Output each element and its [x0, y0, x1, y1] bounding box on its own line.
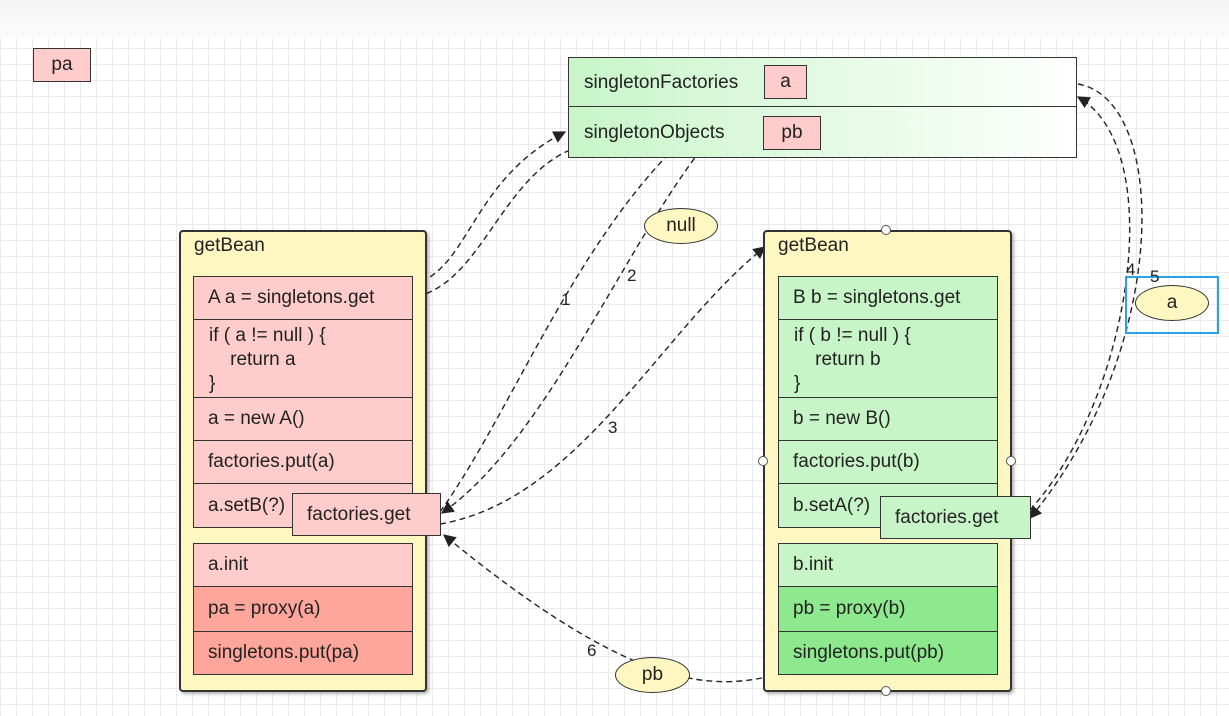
- right-row-check[interactable]: if ( b != null ) { return b }: [778, 319, 998, 398]
- right-row-init[interactable]: b.init: [778, 543, 998, 587]
- right-row-proxy[interactable]: pb = proxy(b): [778, 586, 998, 632]
- left-row-singletons-put[interactable]: singletons.put(pa): [193, 631, 413, 675]
- right-panel-title: getBean: [778, 235, 849, 256]
- left-row-new[interactable]: a = new A(): [193, 397, 413, 441]
- left-row-check-text: if ( a != null ) { return a }: [209, 325, 326, 394]
- step-label-2: 2: [627, 266, 637, 285]
- arrow-3: [439, 246, 766, 525]
- objects-value[interactable]: pb: [763, 116, 821, 150]
- legend-pa[interactable]: pa: [33, 48, 91, 82]
- left-row-put[interactable]: factories.put(a): [193, 440, 413, 484]
- arrow-objects-to-a-get: [412, 149, 571, 302]
- ellipse-pb[interactable]: pb: [615, 657, 690, 693]
- factories-label: singletonFactories: [584, 72, 739, 93]
- ellipse-a[interactable]: a: [1135, 285, 1209, 321]
- arrow-1: [439, 104, 727, 513]
- step-label-5: 5: [1150, 267, 1160, 286]
- resize-handle-top[interactable]: [881, 225, 891, 235]
- step-label-1: 1: [561, 290, 571, 309]
- arrow-5: [1029, 83, 1143, 519]
- cache-table[interactable]: singletonFactories a singletonObjects pb: [568, 57, 1077, 158]
- left-panel-title: getBean: [194, 235, 265, 256]
- right-row-singletons-put[interactable]: singletons.put(pb): [778, 631, 998, 675]
- top-bar: [0, 0, 1229, 38]
- left-row-get[interactable]: A a = singletons.get: [193, 276, 413, 320]
- right-row-put[interactable]: factories.put(b): [778, 440, 998, 484]
- left-factories-get[interactable]: factories.get: [292, 493, 441, 536]
- arrow-6: [443, 534, 763, 683]
- right-row-new[interactable]: b = new B(): [778, 397, 998, 441]
- arrow-a-get-to-objects: [411, 131, 567, 286]
- step-label-6: 6: [587, 641, 597, 660]
- right-row-get[interactable]: B b = singletons.get: [778, 276, 998, 320]
- resize-handle-right[interactable]: [1006, 456, 1016, 466]
- step-label-4: 4: [1126, 260, 1136, 279]
- left-row-check[interactable]: if ( a != null ) { return a }: [193, 319, 413, 398]
- objects-label: singletonObjects: [584, 122, 725, 143]
- arrow-2: [440, 104, 741, 514]
- ellipse-null[interactable]: null: [644, 208, 718, 244]
- resize-handle-bottom[interactable]: [881, 686, 891, 696]
- right-factories-get[interactable]: factories.get: [880, 496, 1031, 539]
- step-label-3: 3: [608, 418, 618, 437]
- factories-row: singletonFactories a: [569, 58, 1076, 107]
- resize-handle-left[interactable]: [758, 456, 768, 466]
- left-row-proxy[interactable]: pa = proxy(a): [193, 586, 413, 632]
- arrow-4: [1029, 96, 1131, 511]
- left-row-init[interactable]: a.init: [193, 543, 413, 587]
- right-row-check-text: if ( b != null ) { return b }: [794, 325, 911, 394]
- selection-box: [1125, 276, 1219, 334]
- factories-value[interactable]: a: [764, 65, 807, 99]
